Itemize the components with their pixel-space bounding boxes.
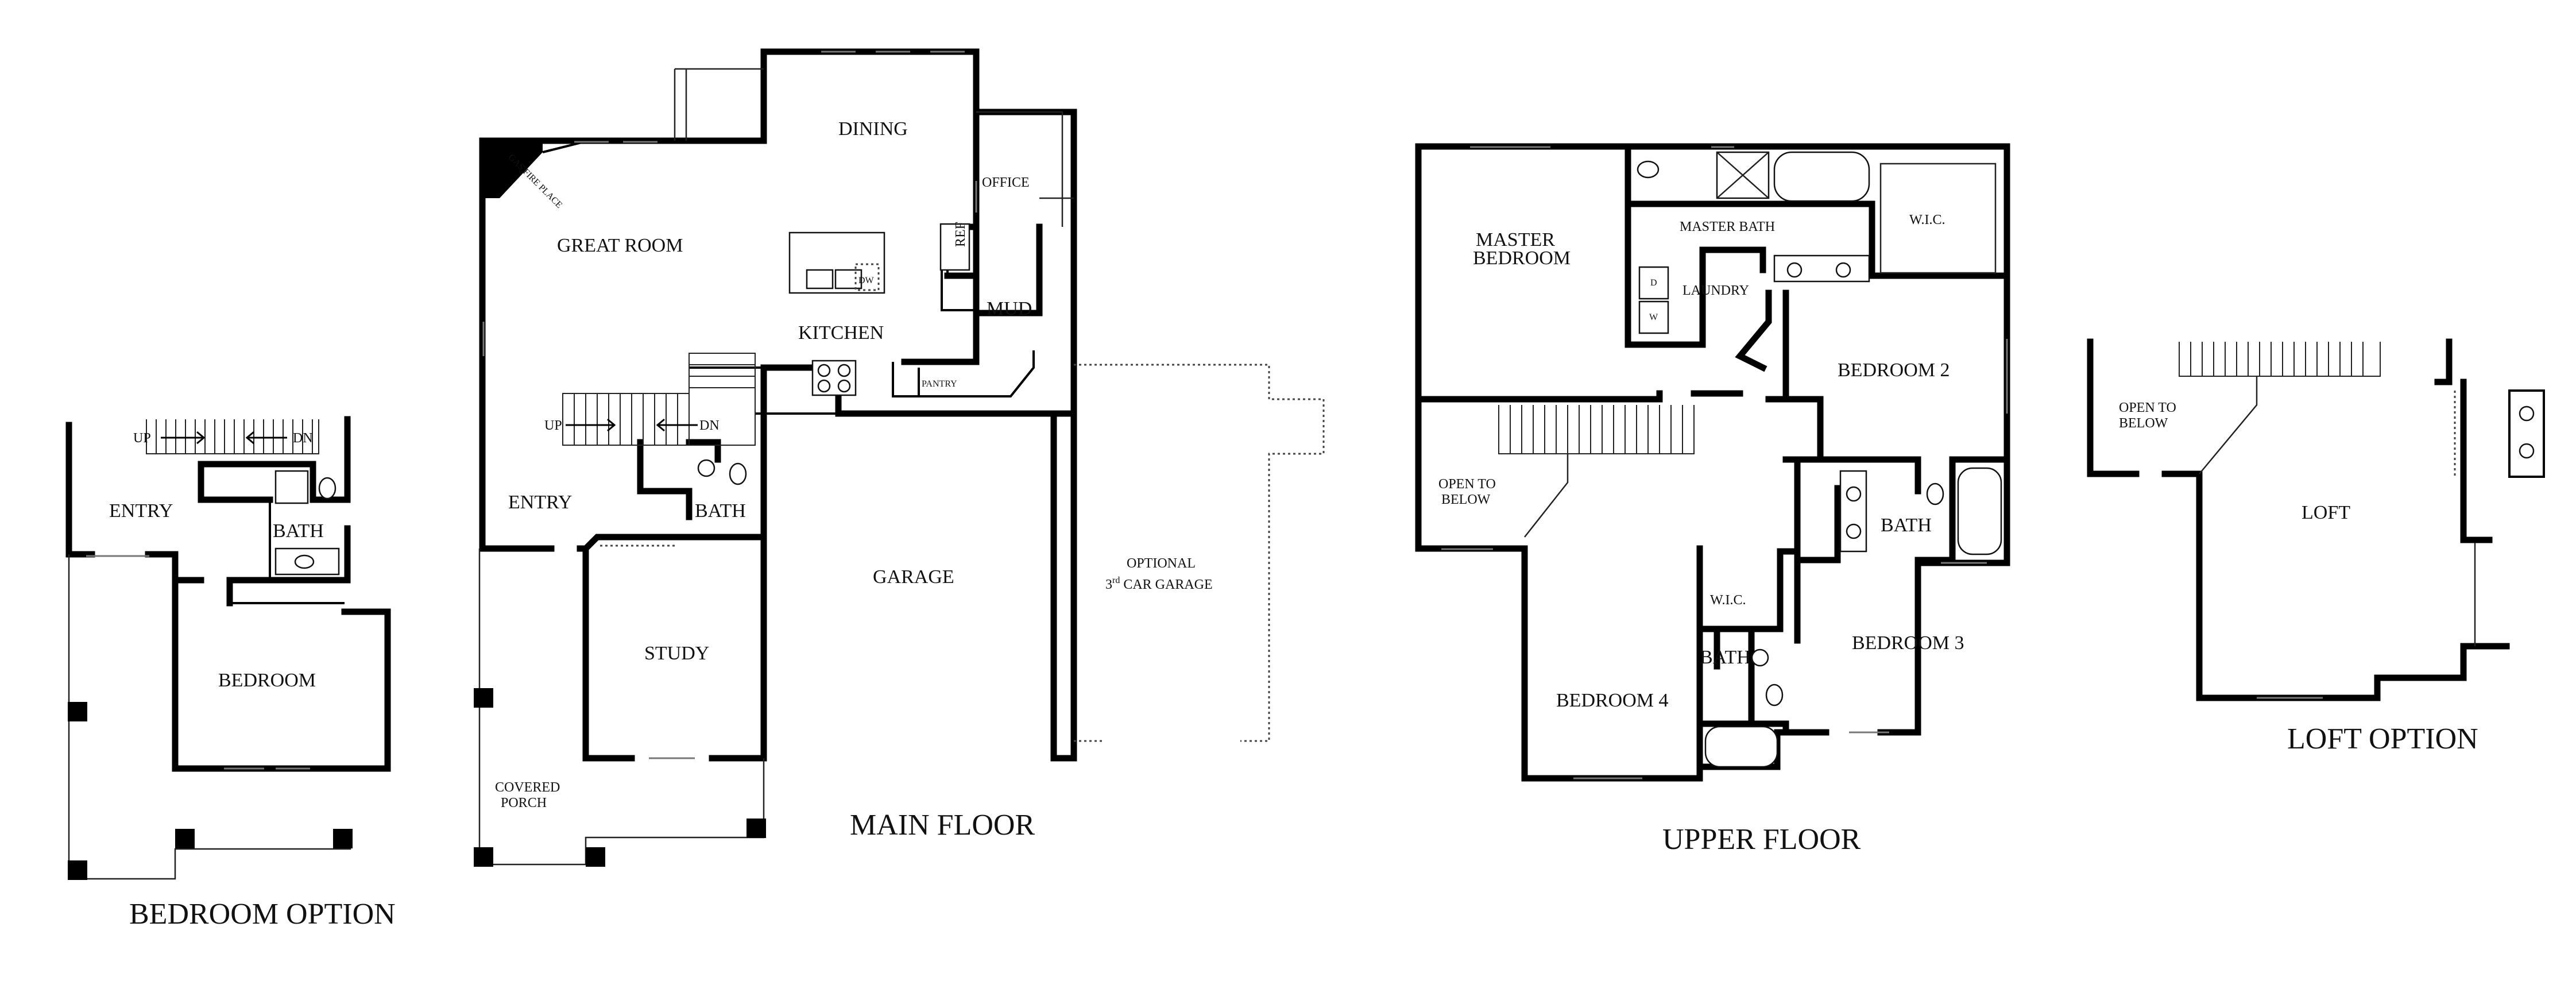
main-floor-title: MAIN FLOOR [850,809,1035,841]
study-label: STUDY [644,643,709,664]
main-dn-label: DN [699,418,720,433]
bedroom4-label: BEDROOM 4 [1556,690,1669,711]
loft-open-below-label-2: BELOW [2119,416,2168,431]
covered-porch-label-1: COVERED [495,780,560,795]
loft-open-below-label-1: OPEN TO [2119,400,2176,415]
powder-bath-toilet [729,462,747,485]
upper-floor-plan: MASTER BEDROOM MASTER BATH W.I.C. LAUNDR… [1415,143,2010,856]
bedroom2-label: BEDROOM 2 [1838,360,1950,381]
upper-floor-title: UPPER FLOOR [1662,823,1861,856]
master-bedroom-label-1: MASTER [1476,229,1555,250]
hall-bath-tub [1957,467,2002,555]
dw-label: DW [858,276,875,285]
optional-garage-outline [1074,364,1325,742]
upper-floor-stairs [1498,405,1695,538]
loft-label: LOFT [2302,502,2350,523]
bedroom-option-plan: UP DN ENTRY BATH BEDROOM BEDROOM OPTION [65,416,396,931]
master-bath-label: MASTER BATH [1680,219,1775,234]
loft-railing [2179,342,2381,474]
main-floor-garage-walls [1050,410,1074,762]
main-up-label: UP [544,418,562,433]
loft-option-plan: OPEN TO BELOW LOFT LOFT OPTION [2087,338,2545,755]
bedroom-option-shower [274,470,309,504]
hall-bath-label: BATH [1881,515,1932,536]
hall-bath-toilet [1926,482,1944,505]
main-floor-walls [479,48,1077,762]
kitchen-label: KITCHEN [798,322,884,343]
bedroom-option-bath-label: BATH [273,520,324,542]
main-entry-label: ENTRY [508,492,572,513]
bedroom-option-toilet [318,477,336,500]
washer-label: W [1649,312,1658,322]
master-tub [1773,151,1870,202]
kitchen-fridge [939,223,970,271]
dryer-label: D [1650,278,1657,288]
open-below-label-2: BELOW [1441,492,1491,507]
washer [1638,300,1669,334]
bedroom-option-up-label: UP [133,431,151,446]
wic-label: W.I.C. [1909,213,1945,227]
bedroom-option-title: BEDROOM OPTION [129,898,396,931]
gas-fireplace [482,141,543,198]
garage-label: GARAGE [873,566,954,588]
bedroom-option-dn-label: DN [293,431,313,446]
master-toilet [1637,160,1660,179]
great-room-label: GREAT ROOM [557,235,683,256]
bath2-tub [1704,725,1778,768]
kitchen-island [788,231,885,294]
master-bedroom-label-2: BEDROOM [1473,248,1571,269]
hall-bath-vanity [1839,470,1867,553]
pantry-label: PANTRY [922,379,957,389]
bath2-label: BATH [1700,647,1751,668]
office-label: OFFICE [982,175,1030,190]
wic2-label: W.I.C. [1710,593,1746,608]
dryer [1638,266,1669,300]
bedroom-option-entry-label: ENTRY [109,500,173,522]
covered-porch-label-2: PORCH [501,796,547,810]
main-bath-label: BATH [695,500,746,522]
main-floor-plan: DINING OFFICE GAS FIRE PLACE GREAT ROOM … [474,48,1325,867]
laundry-label: LAUNDRY [1682,283,1749,298]
upper-floor-walls [1415,143,2010,782]
loft-option-walls [2087,338,2510,701]
loft-option-title: LOFT OPTION [2287,723,2478,755]
dining-label: DINING [838,118,908,140]
bedroom-option-stairs [146,419,319,454]
main-floor-stairs [562,353,756,446]
bedroom3-label: BEDROOM 3 [1852,632,1964,654]
optional-garage-label-1: OPTIONAL [1127,556,1196,571]
mud-label: MUD [987,298,1032,319]
optional-garage-label-2: 3rd CAR GARAGE [1105,576,1213,592]
ref-label: REF [953,222,968,247]
bedroom-option-bedroom-label: BEDROOM [218,670,316,691]
powder-bath-sink [697,459,715,477]
bedroom-option-walls [65,416,391,772]
open-below-label-1: OPEN TO [1438,477,1496,492]
